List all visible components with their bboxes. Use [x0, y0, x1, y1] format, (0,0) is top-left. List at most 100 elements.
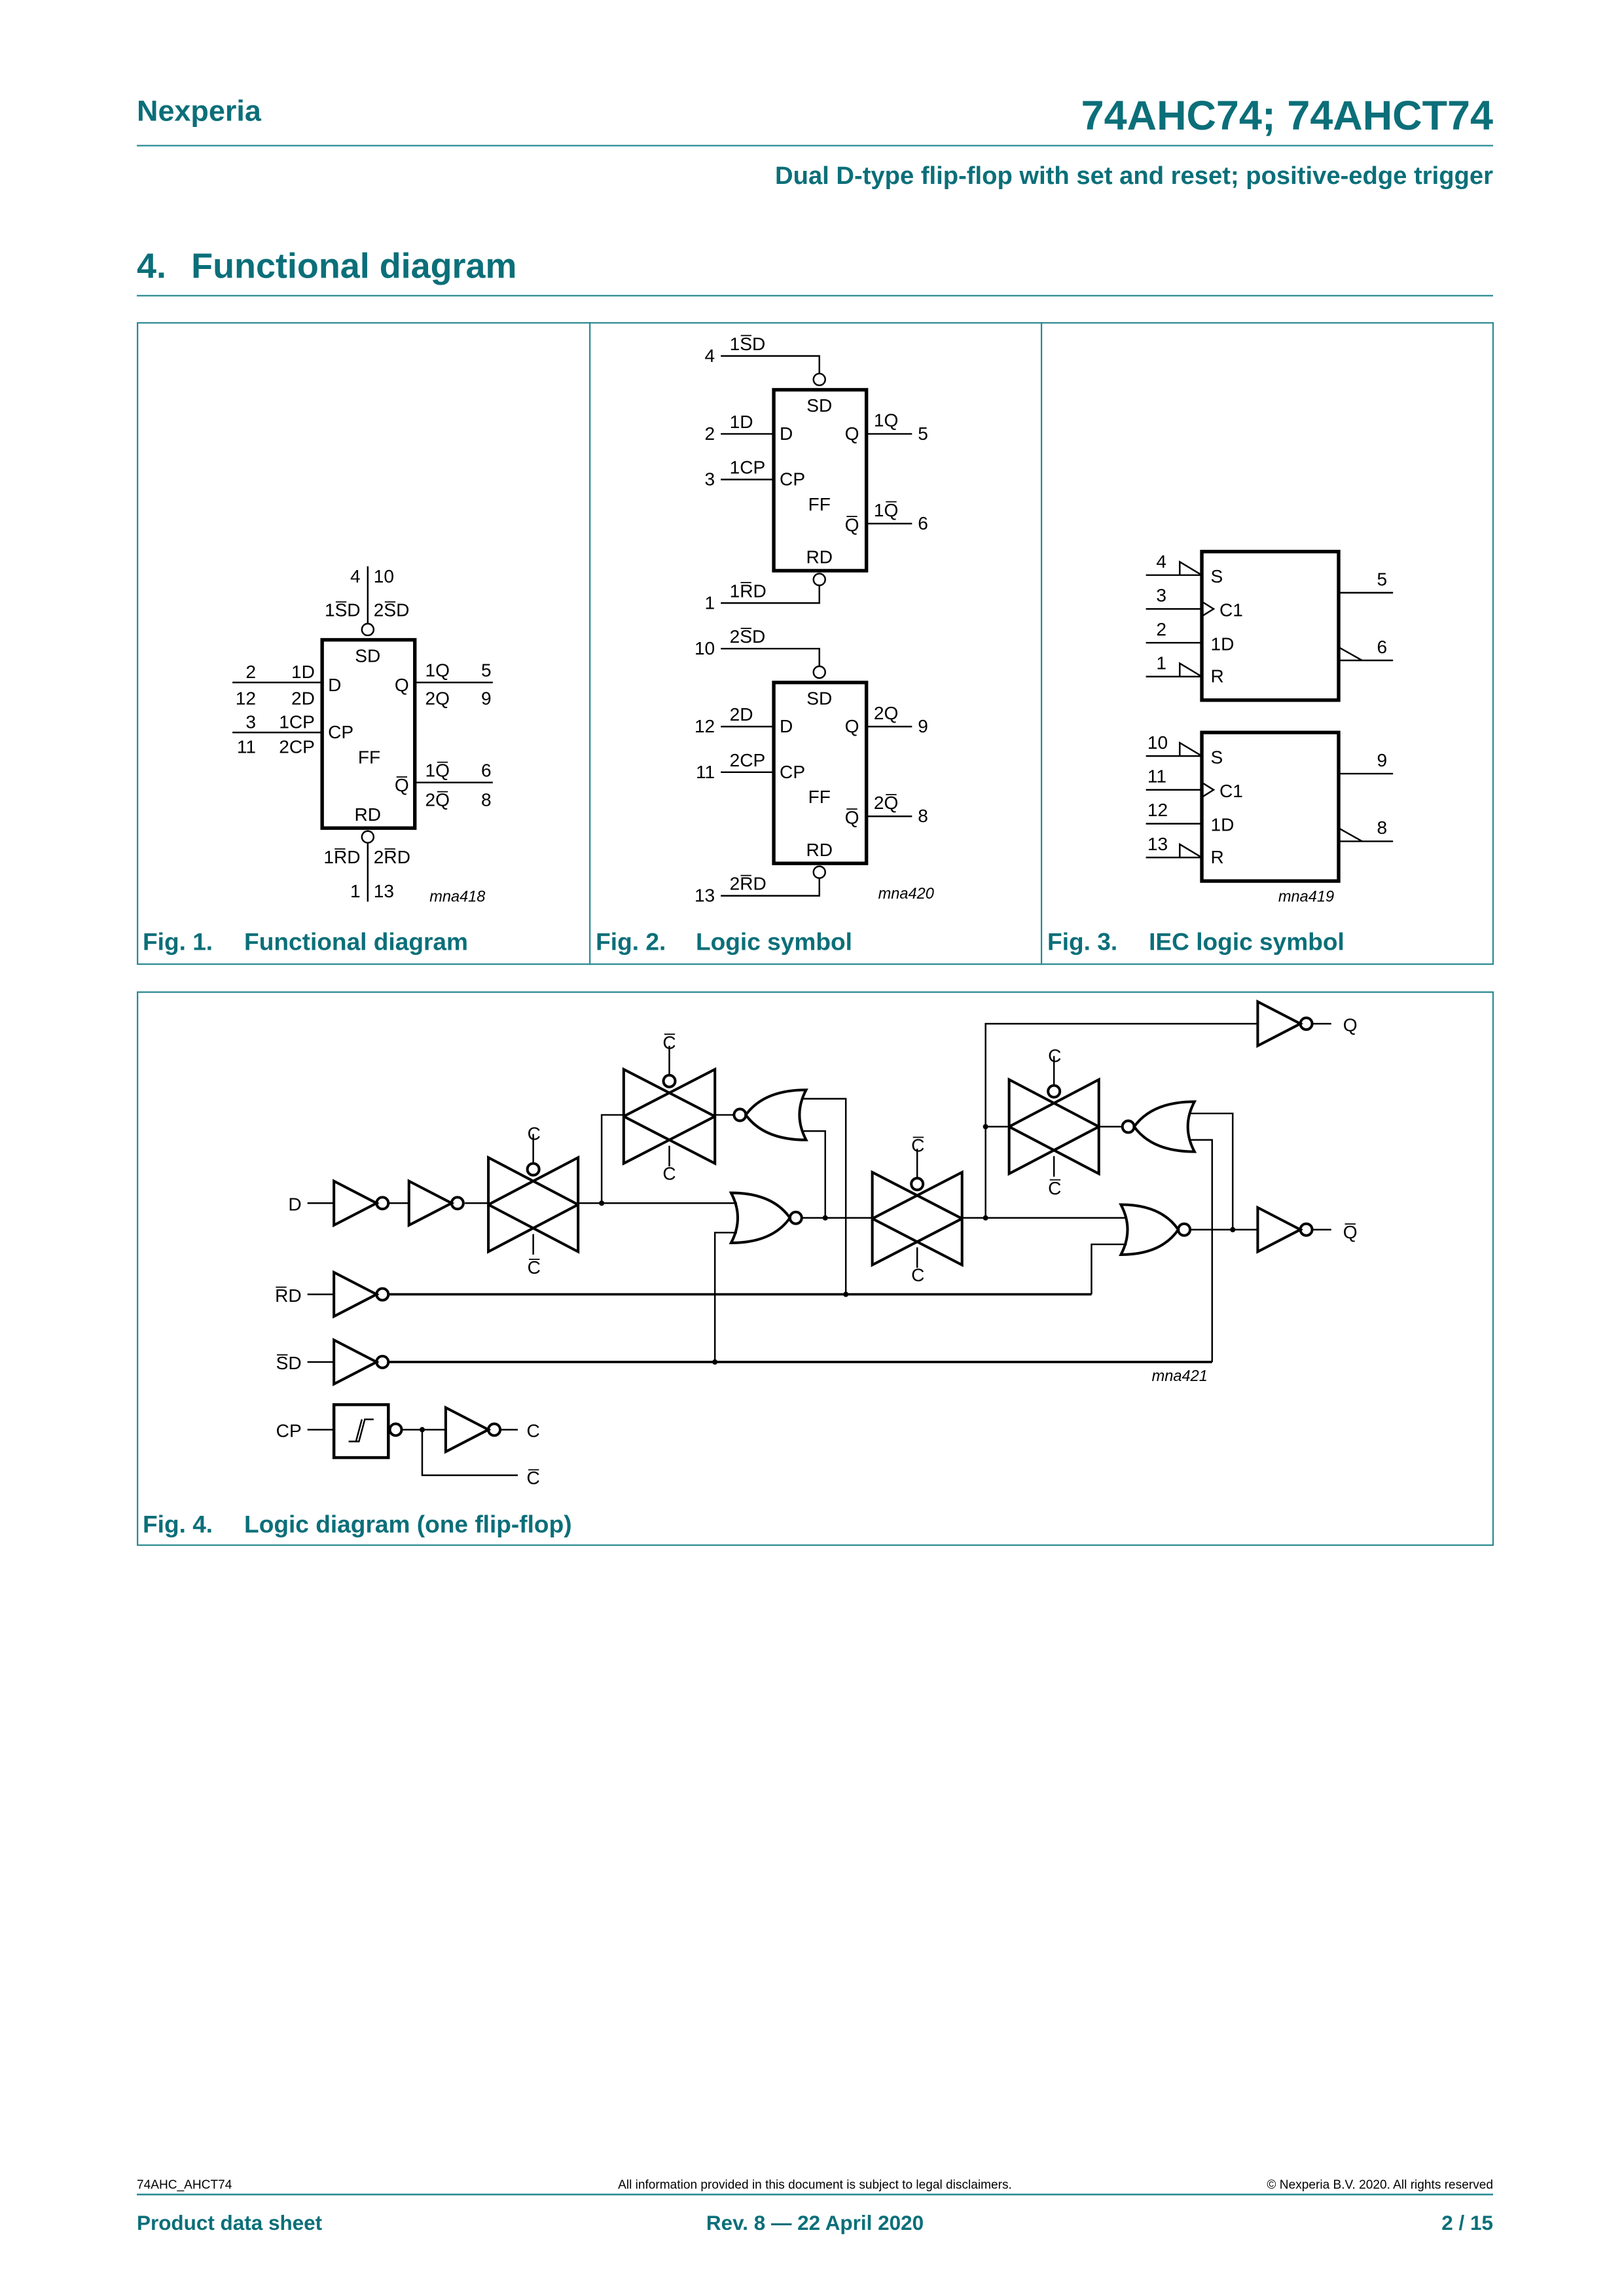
pin-label: 2S̅D	[730, 626, 766, 647]
inner-label: R	[1211, 666, 1224, 687]
figure-ref: mna418	[429, 888, 485, 905]
wire	[713, 1231, 737, 1362]
inner-label: C1	[1219, 600, 1243, 620]
inversion-bubble	[910, 1177, 925, 1192]
pin-number: 12	[695, 716, 715, 736]
clock-output-cbar: C̅	[527, 1468, 540, 1488]
input-label-cp: CP	[276, 1421, 302, 1441]
pin-label: 1CP	[730, 457, 766, 478]
fig1-functional-diagram: 4 10 1S̅D 2S̅D SD D CP Q FF Q̅ RD 2 1D 1…	[232, 566, 493, 905]
pin-label: 2CP	[730, 750, 766, 770]
wire	[1190, 1139, 1213, 1362]
pin-number: 1	[350, 881, 361, 901]
pin-label: 1D	[291, 662, 315, 682]
wire	[421, 1429, 518, 1477]
fig2-logic-symbol: 4 1S̅D 2 1D 3 1CP 1Q 5 1Q̅ 6 1 1R̅D SD D…	[695, 334, 934, 906]
wire	[984, 1022, 1258, 1218]
pin-label: 1Q	[874, 410, 898, 431]
footer-page-number: 2 / 15	[1441, 2212, 1493, 2234]
inner-label: S	[1211, 566, 1223, 586]
pin-label: 1R̅D	[323, 847, 360, 867]
control-label: C̅	[662, 1032, 676, 1052]
pin-number: 9	[481, 688, 492, 708]
inversion-bubble	[732, 1107, 748, 1122]
figure-caption: Functional diagram	[244, 928, 468, 956]
clock-output-c: C	[527, 1421, 540, 1441]
pin-label: 2R̅D	[374, 847, 410, 867]
nor-gate-icon	[1132, 1100, 1197, 1153]
pin-number: 8	[1377, 817, 1387, 838]
pin-number: 10	[695, 638, 715, 658]
inner-label: Q	[395, 675, 409, 695]
control-label: C̅	[1048, 1178, 1061, 1198]
pin-label: 1Q̅	[874, 500, 898, 520]
inner-label: SD	[806, 688, 832, 708]
active-low-indicator	[1179, 842, 1202, 859]
pin-number: 13	[1147, 834, 1168, 854]
pin-number: 3	[1156, 585, 1166, 605]
pin-label: 1Q	[425, 660, 449, 681]
inversion-bubble	[812, 573, 826, 586]
inner-label: FF	[358, 747, 380, 767]
pin-label: 2Q̅	[425, 790, 449, 810]
inner-label: FF	[808, 787, 831, 807]
pin-number: 10	[1147, 732, 1168, 753]
pin-label: 1D	[730, 412, 753, 432]
figure-ref: mna421	[1152, 1367, 1208, 1384]
fig4-logic-diagram: D R̅D S̅D CP Q Q̅ C C̅ C̅ C C̅ C C C̅ C …	[275, 999, 1358, 1488]
flipflop-2: 10 2S̅D 12 2D 11 2CP 2Q 9 2Q̅ 8 13 2R̅D …	[695, 626, 928, 906]
figure-number: Fig. 4.	[143, 1511, 213, 1538]
section-number: 4.	[137, 247, 166, 286]
inner-label: 1D	[1211, 634, 1235, 654]
pin-label: 1S̅D	[325, 600, 361, 620]
output-label-qbar: Q̅	[1343, 1222, 1358, 1242]
inner-label: D	[780, 423, 793, 444]
inner-label: CP	[328, 722, 353, 742]
pin-number: 11	[237, 737, 256, 757]
pin-number: 6	[481, 761, 492, 781]
pin-number: 12	[1147, 800, 1168, 820]
figure-caption: Logic diagram (one flip-flop)	[244, 1511, 572, 1538]
pin-label: 1R̅D	[730, 581, 767, 601]
inverter-icon	[407, 1179, 455, 1228]
input-label-sd: S̅D	[276, 1353, 302, 1373]
inner-label: FF	[808, 494, 831, 514]
inversion-bubble	[526, 1162, 541, 1177]
pin-number: 3	[245, 711, 256, 732]
footer-revision: Rev. 8 — 22 April 2020	[706, 2212, 924, 2234]
pin-label: 2R̅D	[730, 874, 767, 894]
active-low-indicator	[1179, 741, 1202, 757]
control-label: C̅	[528, 1257, 541, 1278]
inversion-bubble	[812, 665, 826, 679]
footer-copyright: © Nexperia B.V. 2020. All rights reserve…	[1267, 2178, 1493, 2192]
inner-label: Q	[845, 716, 859, 736]
pin-number: 11	[1147, 766, 1166, 787]
pin-number: 9	[918, 716, 928, 736]
pin-number: 11	[696, 762, 715, 782]
clock-indicator	[1201, 601, 1216, 617]
inner-label: D	[328, 675, 341, 695]
inversion-bubble	[812, 372, 826, 387]
inner-label: Q	[845, 423, 859, 444]
pin-label: 1CP	[279, 711, 315, 732]
wire	[1091, 1243, 1127, 1295]
control-label: C	[528, 1124, 541, 1144]
nor-gate-icon	[1119, 1203, 1180, 1256]
pin-number: 2	[705, 423, 715, 444]
inversion-bubble	[812, 865, 826, 879]
inner-label: C1	[1219, 781, 1243, 801]
pin-number: 5	[918, 423, 928, 444]
inner-label: SD	[806, 395, 832, 416]
figure-number: Fig. 3.	[1047, 928, 1117, 956]
junction-dot	[712, 1359, 718, 1365]
output-label-q: Q	[1343, 1014, 1358, 1035]
pin-label: 2Q	[425, 688, 449, 708]
active-low-indicator	[1179, 560, 1202, 576]
nor-gate-icon	[729, 1191, 792, 1244]
junction-dot	[822, 1215, 828, 1221]
inverter-icon	[333, 1179, 380, 1228]
transmission-gate-icon	[487, 1155, 580, 1254]
pin-number: 13	[374, 881, 394, 901]
pin-number: 13	[695, 886, 715, 906]
